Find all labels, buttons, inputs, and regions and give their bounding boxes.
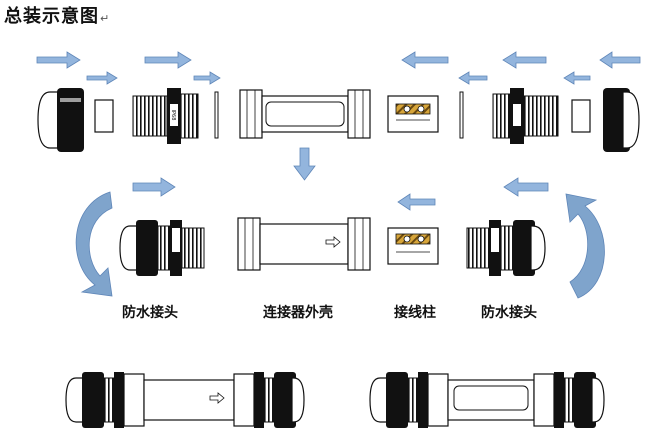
arrow-right-3 xyxy=(144,51,192,69)
thread-badge: IP68 xyxy=(170,110,176,121)
connector-shell xyxy=(239,89,371,139)
threaded-body-left: IP68 xyxy=(132,88,199,144)
arrow-left-6 xyxy=(397,193,436,211)
arrow-left-2 xyxy=(458,71,488,85)
diagram-title: 总装示意图↵ xyxy=(4,2,110,28)
curved-arrow-right xyxy=(565,193,605,299)
line-break-mark: ↵ xyxy=(100,12,111,25)
cap-nut-left xyxy=(37,88,84,152)
label-waterproof-joint-right: 防水接头 xyxy=(481,305,537,321)
label-connector-shell: 连接器外壳 xyxy=(263,305,333,321)
arrow-down xyxy=(293,147,316,181)
arrow-right-2 xyxy=(86,71,118,85)
assembled-connector-left xyxy=(65,372,305,428)
arrow-left-4 xyxy=(563,71,591,85)
cap-nut-right xyxy=(603,88,640,152)
arrow-left-5 xyxy=(599,51,641,69)
assembled-connector-right xyxy=(369,372,605,428)
arrow-left-1 xyxy=(401,51,449,69)
arrow-left-7 xyxy=(503,177,549,197)
arrow-left-3 xyxy=(502,51,547,69)
arrow-right-5 xyxy=(132,177,176,197)
arrow-right-1 xyxy=(36,51,81,69)
seal-ring-right xyxy=(571,99,591,133)
diagram-title-text: 总装示意图 xyxy=(4,6,99,27)
terminal-block-row2 xyxy=(387,227,439,265)
seal-ring-left xyxy=(94,99,114,133)
direction-arrow-icon xyxy=(325,236,341,248)
waterproof-joint-right xyxy=(466,220,546,276)
threaded-body-right xyxy=(492,88,559,144)
connector-shell-row2 xyxy=(237,217,371,271)
waterproof-joint-left xyxy=(119,220,205,276)
label-terminal-post: 接线柱 xyxy=(394,305,436,321)
arrow-right-4 xyxy=(193,71,221,85)
label-waterproof-joint-left: 防水接头 xyxy=(122,305,178,321)
washer-left xyxy=(214,91,219,139)
washer-right xyxy=(459,91,464,139)
curved-arrow-left xyxy=(75,191,113,297)
terminal-block-top xyxy=(387,95,439,133)
